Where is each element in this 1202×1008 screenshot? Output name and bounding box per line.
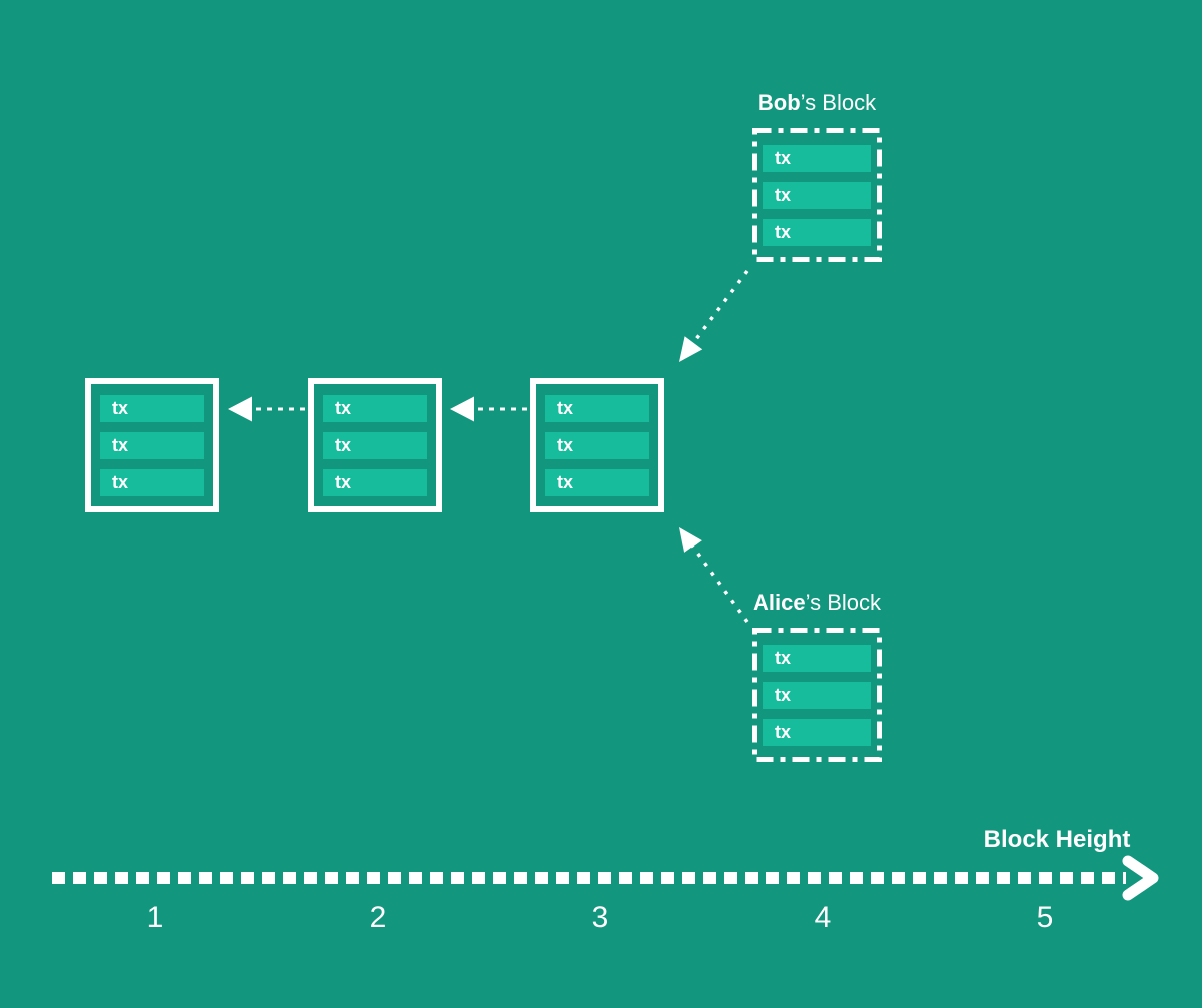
tx-row: tx: [763, 644, 871, 672]
tx-row: tx: [323, 394, 427, 422]
tx-label: tx: [775, 221, 792, 242]
tx-row: tx: [763, 681, 871, 709]
arrow-bob-to-chain: [679, 269, 749, 362]
axis-tick-5: 5: [1036, 901, 1054, 934]
dash-dot-border: [752, 628, 882, 762]
dash-dot-border: [752, 128, 882, 262]
tx-row: tx: [323, 468, 427, 496]
tx-label: tx: [557, 397, 574, 418]
tx-row: tx: [100, 431, 204, 459]
tx-row: tx: [763, 181, 871, 209]
tx-label: tx: [775, 147, 792, 168]
tx-label: tx: [335, 397, 352, 418]
axis-arrowhead-icon: [1122, 855, 1159, 901]
tx-row: tx: [100, 468, 204, 496]
tx-label: tx: [335, 471, 352, 492]
tx-row: tx: [100, 394, 204, 422]
tx-label: tx: [775, 721, 792, 742]
chain-block-height-3: tx tx tx: [530, 378, 664, 512]
tx-label: tx: [775, 647, 792, 668]
tx-row: tx: [323, 431, 427, 459]
tx-label: tx: [112, 397, 129, 418]
tx-label: tx: [775, 684, 792, 705]
tx-row: tx: [545, 431, 649, 459]
block-height-axis: [52, 855, 1159, 901]
arrow-block3-to-block2: [450, 396, 527, 422]
arrow-block2-to-block1: [228, 396, 305, 422]
axis-tick-3: 3: [591, 901, 609, 934]
bobs-block-owner: Bob: [757, 90, 801, 115]
alices-block-label-suffix: ’s Block: [805, 590, 881, 615]
bobs-block-label-suffix: ’s Block: [800, 90, 877, 115]
tx-row: tx: [763, 144, 871, 172]
tx-label: tx: [335, 434, 352, 455]
tx-label: tx: [112, 471, 129, 492]
axis-tick-2: 2: [369, 901, 387, 934]
axis-label: Block Height: [983, 826, 1131, 853]
tx-row: tx: [763, 718, 871, 746]
tx-label: tx: [112, 434, 129, 455]
alices-block: tx tx tx: [752, 628, 882, 762]
axis-tick-1: 1: [146, 901, 164, 934]
alices-block-label: Alice’s Block: [687, 590, 947, 616]
tx-row: tx: [763, 218, 871, 246]
alices-block-owner: Alice: [753, 590, 806, 615]
bobs-block-label: Bob’s Block: [687, 90, 947, 116]
axis-tick-4: 4: [814, 901, 832, 934]
chain-block-height-1: tx tx tx: [85, 378, 219, 512]
tx-row: tx: [545, 394, 649, 422]
tx-label: tx: [557, 471, 574, 492]
tx-label: tx: [557, 434, 574, 455]
bobs-block: tx tx tx: [752, 128, 882, 262]
tx-label: tx: [775, 184, 792, 205]
tx-row: tx: [545, 468, 649, 496]
chain-block-height-2: tx tx tx: [308, 378, 442, 512]
